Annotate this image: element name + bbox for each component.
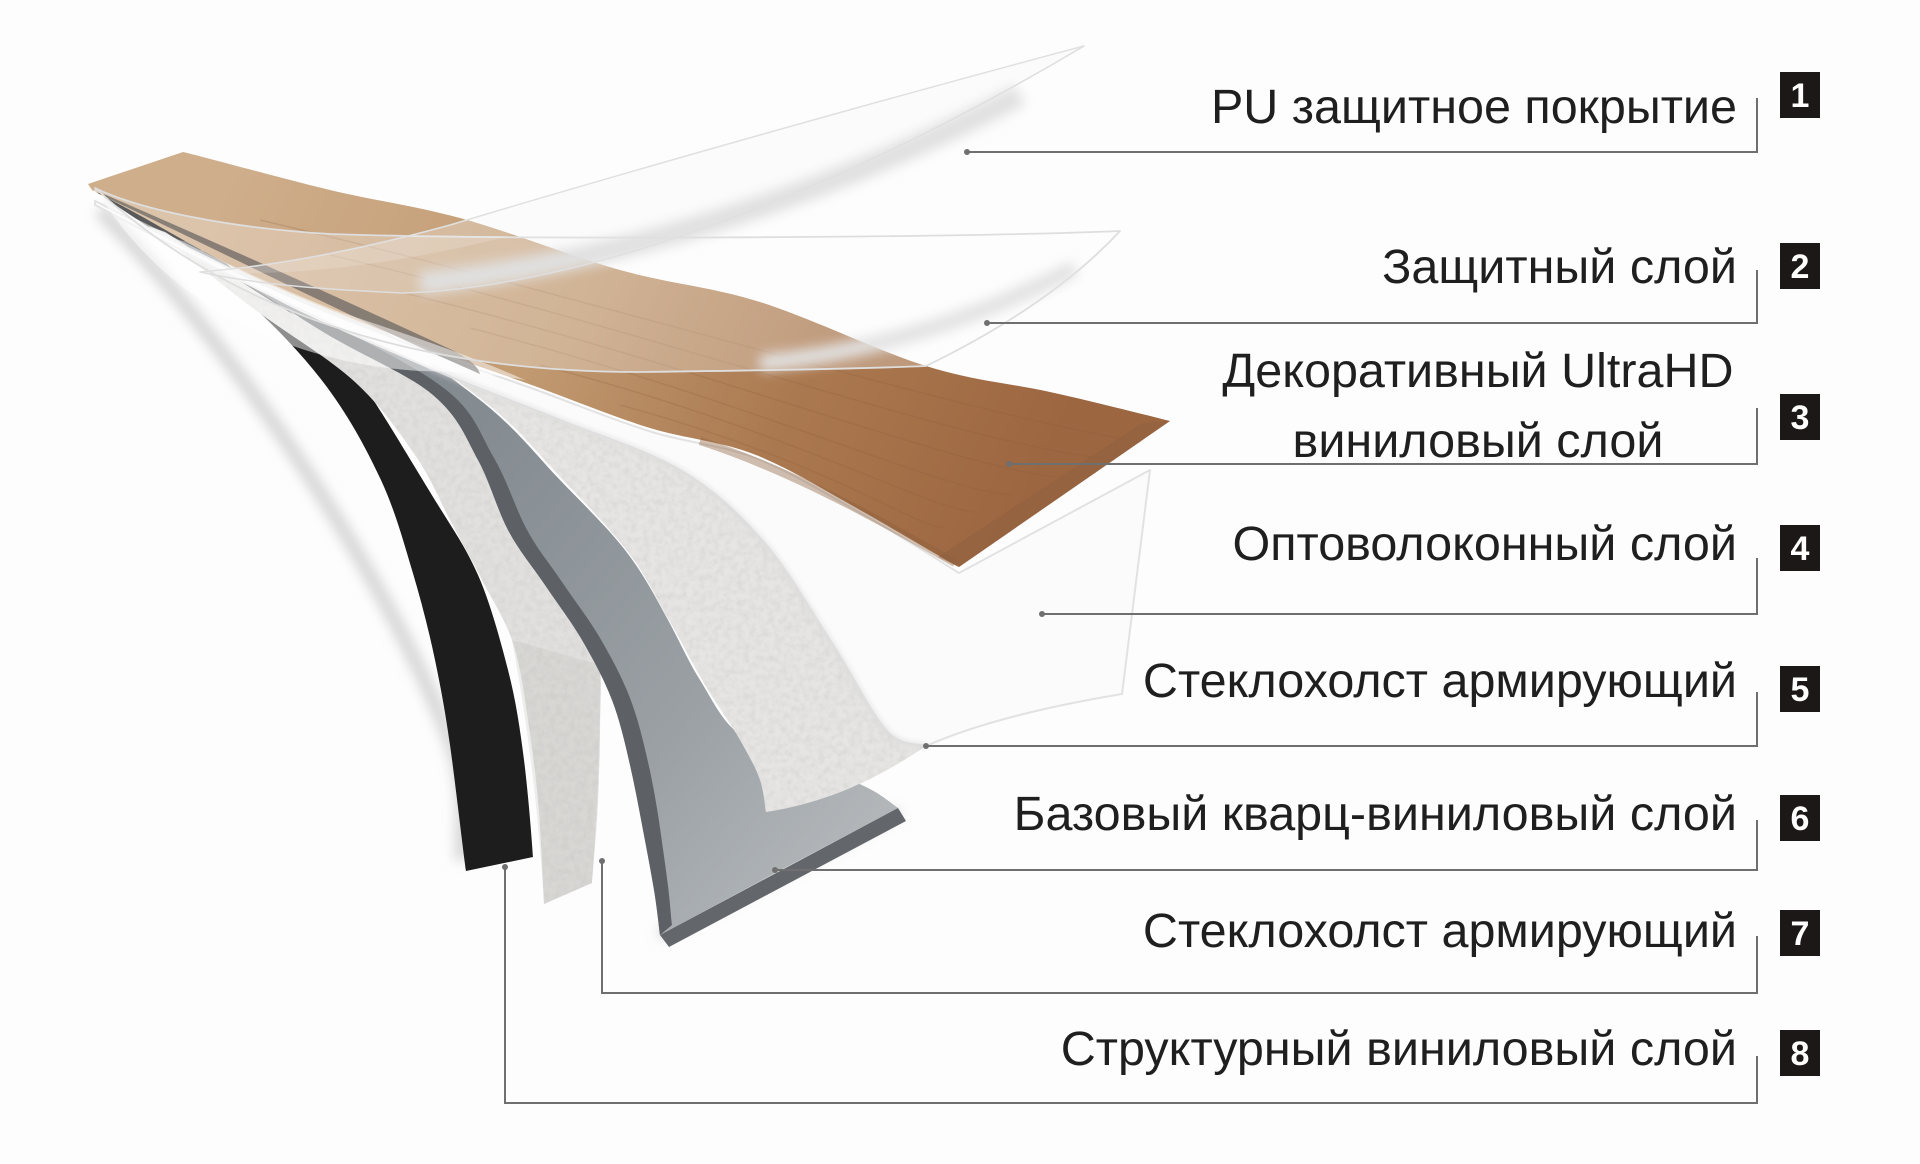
svg-text:Структурный виниловый слой: Структурный виниловый слой	[1061, 1022, 1737, 1076]
svg-text:5: 5	[1791, 671, 1810, 709]
svg-text:Защитный слой: Защитный слой	[1382, 240, 1737, 294]
svg-text:Стеклохолст армирующий: Стеклохолст армирующий	[1143, 654, 1737, 708]
svg-text:Стеклохолст армирующий: Стеклохолст армирующий	[1143, 904, 1737, 958]
svg-text:PU защитное покрытие: PU защитное покрытие	[1211, 80, 1737, 134]
svg-text:виниловый слой: виниловый слой	[1293, 414, 1664, 468]
svg-text:7: 7	[1791, 915, 1810, 953]
svg-text:3: 3	[1791, 399, 1810, 437]
svg-text:Декоративный UltraHD: Декоративный UltraHD	[1222, 344, 1733, 398]
svg-text:6: 6	[1791, 800, 1810, 838]
svg-text:2: 2	[1791, 248, 1810, 286]
svg-text:Базовый кварц-виниловый слой: Базовый кварц-виниловый слой	[1014, 787, 1737, 841]
svg-text:4: 4	[1791, 530, 1810, 568]
svg-text:8: 8	[1791, 1035, 1810, 1073]
svg-text:Оптоволоконный слой: Оптоволоконный слой	[1233, 517, 1737, 571]
svg-text:1: 1	[1791, 77, 1810, 115]
